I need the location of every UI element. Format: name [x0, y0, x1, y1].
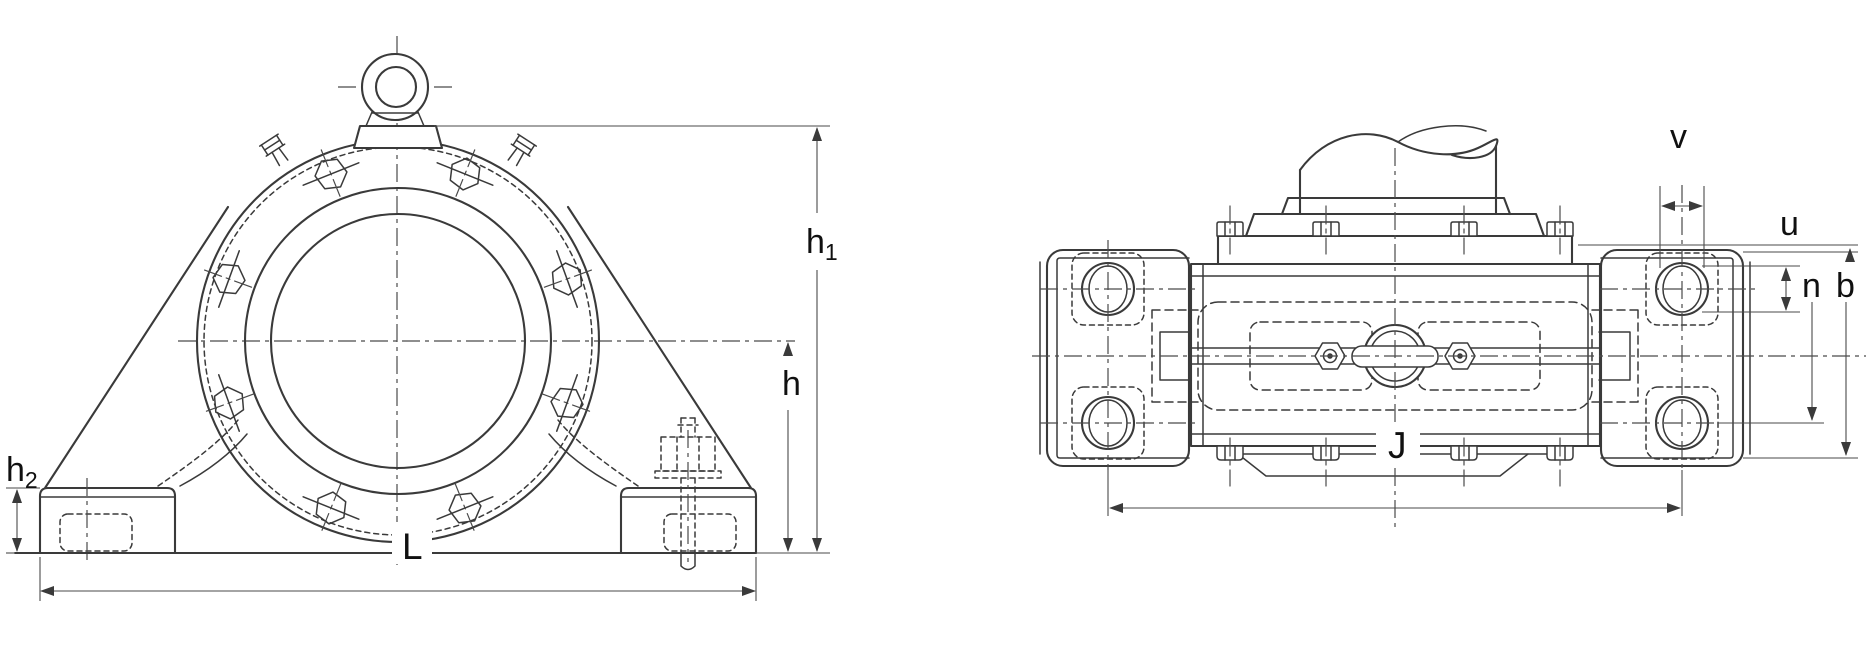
- cap-bolts-bottom: [1216, 437, 1574, 487]
- housing-side-walls: [43, 205, 753, 490]
- dim-label-L: L: [402, 526, 423, 567]
- eyebolt: [352, 52, 444, 150]
- cap-bolts-top: [1216, 205, 1574, 255]
- dimension-L: L: [39, 522, 757, 601]
- dimension-v: v: [1659, 118, 1705, 268]
- dim-label-u: u: [1780, 205, 1799, 243]
- shaft-cylinder: [1298, 125, 1499, 216]
- dim-label-J: J: [1388, 425, 1407, 466]
- flange-bolts: [203, 149, 593, 533]
- foundation-stud: [654, 417, 722, 554]
- dimension-b: b: [1743, 267, 1858, 459]
- dim-label-h: h: [782, 365, 801, 403]
- foot-plate-right: [1599, 248, 1751, 468]
- dim-label-n: n: [1802, 267, 1821, 305]
- dimension-u: u: [1578, 205, 1858, 262]
- front-center-lines: [178, 36, 795, 565]
- dimension-h2: h2: [6, 451, 40, 554]
- plan-view: v u n b J: [1032, 118, 1866, 528]
- dim-label-b: b: [1836, 267, 1855, 305]
- dim-label-h1: h1: [806, 223, 838, 265]
- dimension-J: J: [1107, 422, 1683, 516]
- dimension-h: h: [756, 342, 830, 554]
- dimension-n: n: [1702, 265, 1824, 424]
- dim-label-h2: h2: [6, 451, 38, 493]
- foot-plate-left: [1039, 248, 1191, 468]
- front-view: h2 L h h1: [6, 36, 838, 601]
- plan-center-lines: [1032, 148, 1866, 528]
- base-feet: [13, 417, 758, 571]
- dim-label-v: v: [1670, 118, 1687, 156]
- dimension-h1: h1: [434, 125, 838, 552]
- eyebolt-boss: [352, 124, 444, 150]
